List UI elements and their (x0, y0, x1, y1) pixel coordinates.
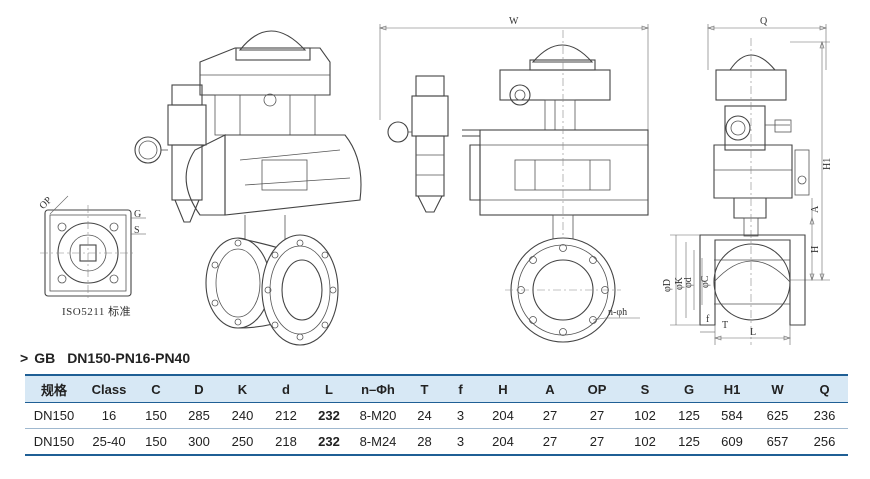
valve-drawing-svg: OP G S (38, 16, 833, 346)
table-cell: 28 (406, 428, 443, 456)
dim-s-label: S (134, 225, 140, 236)
table-cell: 27 (528, 402, 572, 429)
col-header: H (478, 374, 528, 403)
title-standard: GB (34, 350, 56, 366)
dim-phiD-label: φD (662, 279, 673, 292)
iso5211-flange-detail: OP G S (38, 195, 146, 300)
dim-l-label: L (750, 327, 756, 338)
dim-op-label: OP (38, 195, 55, 212)
col-header: K (221, 374, 264, 403)
dim-phiK-label: φK (674, 276, 685, 290)
table-cell: 657 (754, 428, 801, 456)
isometric-view (134, 30, 362, 346)
title-spec: DN150-PN16-PN40 (67, 350, 191, 366)
col-header: W (754, 374, 801, 403)
table-cell: 285 (177, 402, 221, 429)
table-cell: DN150 (25, 402, 83, 429)
table-cell: 27 (528, 428, 572, 456)
dim-nphih-label: n-φh (608, 307, 627, 318)
table-cell: 250 (221, 428, 264, 456)
table-cell: 8-M24 (350, 428, 406, 456)
dim-phiC-label: φC (700, 275, 711, 288)
col-header: 规格 (25, 374, 83, 403)
table-header-row: 规格 Class C D K d L n–Φh T f H A OP S G H… (25, 374, 848, 403)
table-cell: 609 (710, 428, 754, 456)
iso5211-standard-label: ISO5211 标准 (62, 306, 132, 318)
dim-w-label: W (509, 16, 519, 27)
table-cell: 24 (406, 402, 443, 429)
table-cell: 150 (135, 428, 177, 456)
dim-a-label: A (810, 205, 821, 213)
col-header: H1 (710, 374, 754, 403)
table-cell: 232 (308, 402, 350, 429)
col-header: G (668, 374, 710, 403)
table-cell: 232 (308, 428, 350, 456)
col-header: Q (801, 374, 848, 403)
dim-t-label: T (722, 320, 728, 331)
table-cell: 204 (478, 428, 528, 456)
col-header: T (406, 374, 443, 403)
table-cell: 102 (622, 402, 668, 429)
dim-g-label: G (134, 209, 141, 220)
col-header: d (264, 374, 308, 403)
dim-q-label: Q (760, 16, 768, 27)
col-header: L (308, 374, 350, 403)
col-header: C (135, 374, 177, 403)
dim-h1-label: H1 (822, 158, 833, 170)
table-cell: 150 (135, 402, 177, 429)
col-header: Class (83, 374, 135, 403)
table-cell: 125 (668, 402, 710, 429)
col-header: D (177, 374, 221, 403)
table-cell: 218 (264, 428, 308, 456)
table-cell: 3 (443, 402, 478, 429)
front-view: W (379, 16, 649, 345)
technical-drawings: OP G S (38, 16, 833, 346)
side-section-view: Q H1 A H (662, 16, 833, 345)
table-cell: 25-40 (83, 428, 135, 456)
table-cell: 240 (221, 402, 264, 429)
col-header: n–Φh (350, 374, 406, 403)
table-row: DN150 16 150 285 240 212 232 8-M20 24 3 … (25, 402, 848, 429)
col-header: OP (572, 374, 622, 403)
table-cell: 27 (572, 402, 622, 429)
table-cell: 125 (668, 428, 710, 456)
spec-title: > GB DN150-PN16-PN40 (20, 350, 190, 366)
col-header: S (622, 374, 668, 403)
table-cell: 236 (801, 402, 848, 429)
table-row: DN150 25-40 150 300 250 218 232 8-M24 28… (25, 428, 848, 456)
table-cell: 27 (572, 428, 622, 456)
dim-f-label: f (706, 314, 710, 325)
title-arrow-icon: > (20, 350, 29, 366)
table-cell: 16 (83, 402, 135, 429)
table-cell: 625 (754, 402, 801, 429)
table-cell: 256 (801, 428, 848, 456)
col-header: A (528, 374, 572, 403)
dim-h-label: H (810, 246, 821, 253)
col-header: f (443, 374, 478, 403)
table-cell: 212 (264, 402, 308, 429)
table-cell: 584 (710, 402, 754, 429)
table-cell: 300 (177, 428, 221, 456)
table-cell: DN150 (25, 428, 83, 456)
table-cell: 3 (443, 428, 478, 456)
table-cell: 8-M20 (350, 402, 406, 429)
dim-phid-label: φd (683, 277, 694, 288)
dimension-table: 规格 Class C D K d L n–Φh T f H A OP S G H… (25, 374, 848, 456)
table-cell: 204 (478, 402, 528, 429)
table-cell: 102 (622, 428, 668, 456)
